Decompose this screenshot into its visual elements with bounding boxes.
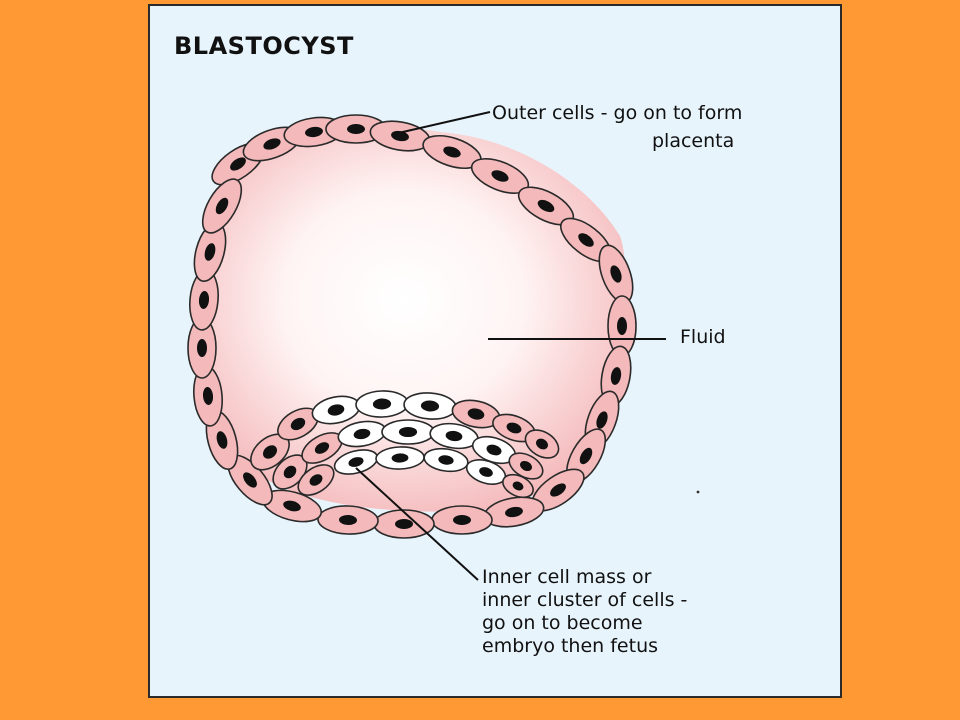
cell-nucleus <box>216 431 228 449</box>
outer-cells-leader-line <box>393 111 491 135</box>
inner-mass-leader-line <box>355 467 479 581</box>
cell <box>187 317 217 379</box>
cell-nucleus <box>617 317 627 335</box>
cell-nucleus <box>596 411 608 429</box>
cell <box>311 395 361 425</box>
cell-nucleus <box>443 146 461 158</box>
cell-nucleus <box>348 457 364 467</box>
cell-nucleus <box>391 453 409 463</box>
diagram-title: BLASTOCYST <box>174 32 354 60</box>
cell-nucleus <box>512 481 524 491</box>
cell <box>381 419 435 445</box>
outer-cells-label-continued: placenta <box>652 130 735 152</box>
cell-nucleus <box>314 442 330 454</box>
cell-nucleus <box>290 417 306 431</box>
cell-nucleus <box>204 243 216 261</box>
cell <box>373 509 435 539</box>
outer-cell-layer <box>187 114 637 539</box>
stray-dot <box>696 490 700 494</box>
cell-nucleus <box>309 474 323 486</box>
cell-nucleus <box>486 444 502 456</box>
cell-nucleus <box>445 430 463 442</box>
cell <box>502 473 534 499</box>
cell <box>465 459 507 485</box>
cell <box>333 449 379 475</box>
cell-nucleus <box>536 438 548 450</box>
inner-label-line: go on to become <box>482 612 643 634</box>
cell-nucleus <box>610 367 622 385</box>
cell-nucleus <box>420 400 440 412</box>
inner-cell-mass <box>250 390 560 499</box>
cell-nucleus <box>579 447 593 465</box>
cell <box>201 178 243 234</box>
cell-nucleus <box>198 291 210 309</box>
inner-label-line: Inner cell mass or <box>482 566 652 588</box>
cell <box>598 244 634 304</box>
inner-cell-mass-label: Inner cell mass or inner cluster of cell… <box>482 566 687 658</box>
cell-nucleus <box>197 339 207 357</box>
cell-nucleus <box>347 124 365 134</box>
cell-nucleus <box>283 465 297 479</box>
cell-nucleus <box>262 445 278 459</box>
fluid-label: Fluid <box>680 326 726 348</box>
cell-nucleus <box>453 515 471 525</box>
cell-nucleus <box>215 197 229 215</box>
cell <box>431 505 493 535</box>
cell-nucleus <box>230 157 246 171</box>
cell-nucleus <box>283 500 301 512</box>
cell-nucleus <box>398 426 418 438</box>
cell-nucleus <box>578 233 594 247</box>
inner-label-line: inner cluster of cells - <box>482 589 688 611</box>
cell-nucleus <box>243 472 257 488</box>
cell <box>193 221 227 283</box>
cell-nucleus <box>353 428 371 440</box>
cell-nucleus <box>537 199 555 213</box>
cell <box>492 413 536 443</box>
cell <box>524 429 560 459</box>
cell <box>422 134 482 170</box>
diagram-panel: BLASTOCYST Outer cells - go on to form p… <box>148 4 842 698</box>
cell <box>250 433 290 471</box>
cell-nucleus <box>479 467 493 477</box>
cell-nucleus <box>491 170 509 182</box>
cell-nucleus <box>467 408 485 420</box>
cell-nucleus <box>520 460 532 472</box>
cell-nucleus <box>305 126 323 138</box>
cell-nucleus <box>506 422 522 434</box>
cell-nucleus <box>263 138 281 150</box>
blastocyst-diagram <box>187 111 700 581</box>
cell-nucleus <box>372 398 392 410</box>
cell-nucleus <box>550 483 566 497</box>
cell <box>375 446 425 470</box>
cell-nucleus <box>202 387 214 405</box>
outer-cells-label: Outer cells - go on to form <box>492 102 743 124</box>
cell <box>297 464 335 496</box>
inner-label-line: embryo then fetus <box>482 635 659 657</box>
cell <box>355 390 409 418</box>
cell-nucleus <box>505 506 523 518</box>
cell <box>470 158 530 194</box>
cell <box>317 505 379 535</box>
cell-nucleus <box>610 265 622 283</box>
cell-nucleus <box>395 519 413 529</box>
cell <box>483 496 545 528</box>
cell-nucleus <box>438 455 454 465</box>
cell-nucleus <box>327 404 345 416</box>
cell-nucleus <box>339 514 357 526</box>
